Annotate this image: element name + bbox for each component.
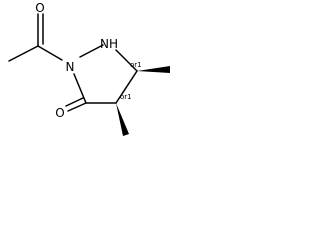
bond-ring-carbonyl-1 — [67, 102, 87, 112]
bond-n1-n2 — [79, 44, 104, 58]
atom-oxygen-ring: O — [55, 106, 64, 120]
stereo-label-c5: or1 — [130, 61, 142, 69]
stereo-label-c4: or1 — [120, 93, 132, 101]
bond-acetyl-n1 — [37, 45, 63, 61]
atom-oxygen-acetyl: O — [35, 1, 44, 15]
wedge-c4-methyl — [116, 103, 129, 136]
atom-nitrogen-2: NH — [100, 37, 118, 51]
bond-c3-n1 — [73, 73, 87, 104]
bond-acetyl-methyl — [8, 45, 39, 62]
atom-nitrogen-1: N — [66, 60, 75, 74]
chemical-structure: O N NH O or1 or1 — [8, 1, 170, 136]
bond-ring-carbonyl-2 — [65, 97, 84, 107]
bond-c5-c4 — [115, 70, 138, 104]
bond-n2-c5 — [115, 49, 138, 72]
wedge-c5-methyl — [137, 66, 170, 73]
